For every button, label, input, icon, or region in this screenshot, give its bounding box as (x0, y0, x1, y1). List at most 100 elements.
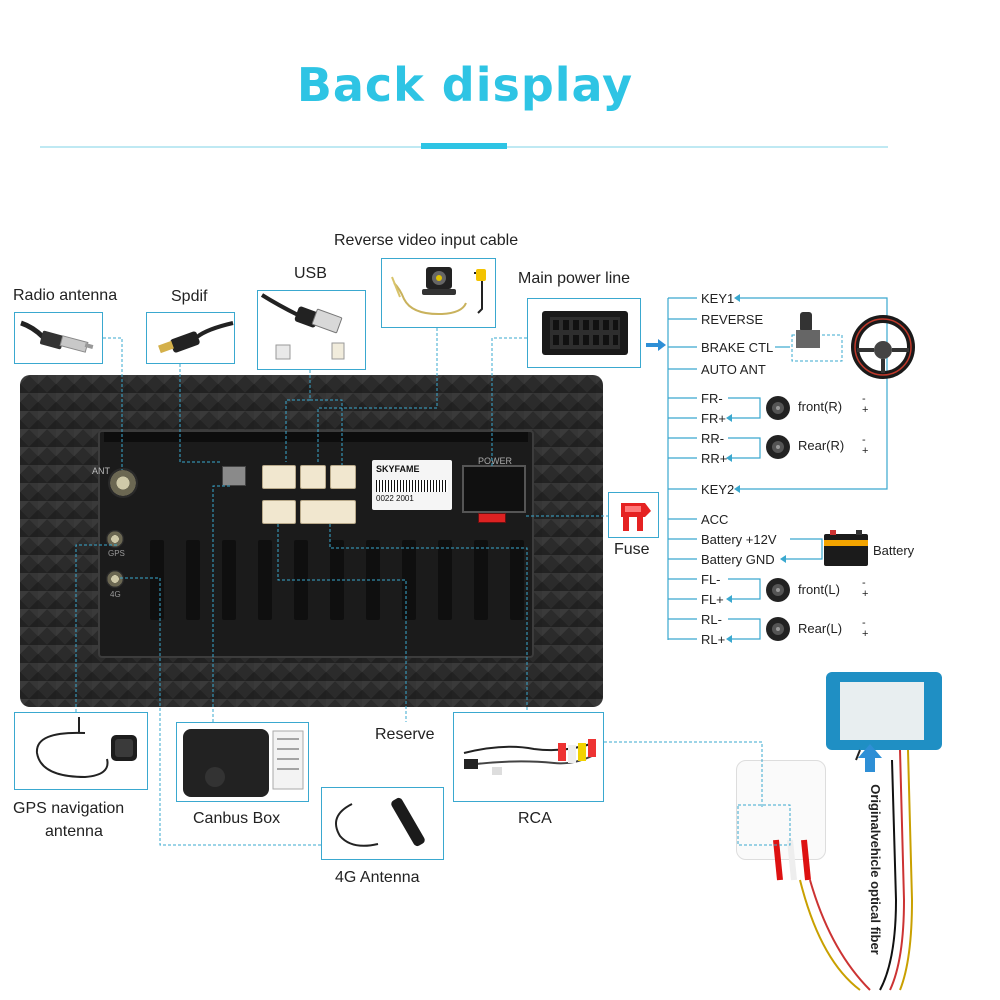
barcode (376, 480, 448, 492)
usb-port-connector[interactable] (262, 465, 296, 489)
fiber-connector-frame (736, 760, 826, 860)
wire-rl-minus: RL- (701, 612, 722, 627)
decoder-label-plate (840, 682, 924, 740)
device-label-sticker: SKYFAME 0022 2001 (372, 460, 452, 510)
cooling-fin (150, 540, 164, 620)
wire-fr-minus: FR- (701, 391, 723, 406)
main-power-connector-box (527, 298, 641, 368)
usb-port-connector[interactable] (300, 465, 326, 489)
reverse-camera-icon (391, 267, 486, 316)
wire-fl-plus: FL+ (701, 592, 724, 607)
gps-antenna-icon (35, 717, 137, 779)
polarity-plus: + (862, 404, 869, 416)
wire-rr-minus: RR- (701, 431, 725, 446)
cooling-fin (330, 540, 344, 620)
usb-cable-icon (260, 293, 345, 360)
main-power-label: Main power line (518, 270, 631, 287)
speaker-rear-left-label: Rear(L) (798, 621, 843, 636)
fuse-box (608, 492, 659, 538)
wire-reverse: REVERSE (701, 312, 764, 327)
cooling-fin (186, 540, 200, 620)
rca-cable-box (453, 712, 604, 802)
reserve-label: Reserve (375, 726, 435, 743)
wire-auto-ant: AUTO ANT (701, 362, 766, 377)
spdif-plug-icon (158, 321, 234, 354)
device-brand: SKYFAME (376, 464, 420, 474)
spdif-port[interactable] (222, 466, 246, 486)
cooling-fin (510, 540, 524, 620)
wire-brake-ctl: BRAKE CTL (701, 340, 774, 355)
fuse-icon (621, 503, 651, 531)
4g-antenna-box (321, 787, 444, 860)
polarity-plus: + (862, 588, 869, 600)
4g-antenna-label: 4G Antenna (335, 869, 420, 886)
gps-label-line2: antenna (45, 823, 103, 840)
radio-antenna-box (14, 312, 103, 364)
canbus-box (176, 722, 309, 802)
cooling-fin (402, 540, 416, 620)
optical-decoder-module (826, 672, 942, 750)
4g-antenna-icon (335, 797, 425, 847)
speaker-front-left-label: front(L) (798, 582, 840, 597)
cooling-fin (438, 540, 452, 620)
title-divider-accent (421, 143, 507, 149)
wire-acc: ACC (701, 512, 729, 527)
wire-battery-gnd: Battery GND (701, 552, 775, 567)
wire-fl-minus: FL- (701, 572, 721, 587)
wire-key1: KEY1 (701, 291, 735, 306)
battery-label: Battery (873, 543, 915, 558)
fuse-label: Fuse (614, 541, 650, 558)
reverse-camera-port[interactable] (330, 465, 356, 489)
polarity-minus: - (862, 577, 866, 589)
cooling-fin (366, 540, 380, 620)
speaker-front-right-label: front(R) (798, 399, 843, 414)
device-serial: 0022 2001 (376, 494, 414, 503)
fuse-slot (478, 513, 506, 523)
4g-port[interactable] (106, 570, 124, 588)
polarity-plus: + (862, 628, 869, 640)
optical-fiber-label: Originalvehicle optical fiber (867, 784, 883, 955)
wire-key2: KEY2 (701, 482, 735, 497)
gps-antenna-box (14, 712, 148, 790)
rca-label: RCA (518, 810, 552, 827)
wire-rl-plus: RL+ (701, 632, 726, 647)
reverse-video-label: Reverse video input cable (334, 232, 519, 249)
power-connector-icon (542, 311, 628, 355)
canbus-port[interactable] (262, 500, 296, 524)
canbus-module-icon (183, 729, 304, 797)
polarity-plus: + (862, 445, 869, 457)
page-title: Back display (296, 58, 634, 112)
gps-label-line1: GPS navigation (13, 800, 125, 817)
reverse-camera-box (381, 258, 496, 328)
radio-antenna-plug-icon (20, 320, 94, 353)
ant-port-label: ANT (92, 466, 110, 476)
usb-label: USB (294, 265, 327, 282)
wire-battery-plus: Battery +12V (701, 532, 777, 547)
top-vent-strip (104, 432, 528, 442)
speaker-icon (766, 396, 790, 641)
cooling-fin (222, 540, 236, 620)
usb-cable-box (257, 290, 366, 370)
wire-rr-plus: RR+ (701, 451, 728, 466)
gps-port-label: GPS (108, 549, 125, 558)
cooling-fin (474, 540, 488, 620)
4g-port-label: 4G (110, 590, 121, 599)
polarity-minus: - (862, 617, 866, 629)
steering-wheel-icon (851, 315, 915, 379)
cooling-fin (294, 540, 308, 620)
rca-port[interactable] (300, 500, 356, 524)
cooling-fin (258, 540, 272, 620)
spdif-label: Spdif (171, 288, 208, 305)
battery-icon (824, 530, 868, 566)
wire-fr-plus: FR+ (701, 411, 726, 426)
gear-shift-icon (791, 312, 843, 362)
gps-port[interactable] (106, 530, 124, 548)
speaker-rear-right-label: Rear(R) (798, 438, 845, 453)
radio-antenna-label: Radio antenna (13, 287, 118, 304)
arrow-up-icon (858, 744, 882, 772)
canbus-label: Canbus Box (193, 810, 281, 827)
radio-antenna-port[interactable] (108, 468, 138, 498)
main-power-port[interactable] (462, 465, 526, 513)
rca-cable-icon (463, 739, 596, 775)
spdif-cable-box (146, 312, 235, 364)
